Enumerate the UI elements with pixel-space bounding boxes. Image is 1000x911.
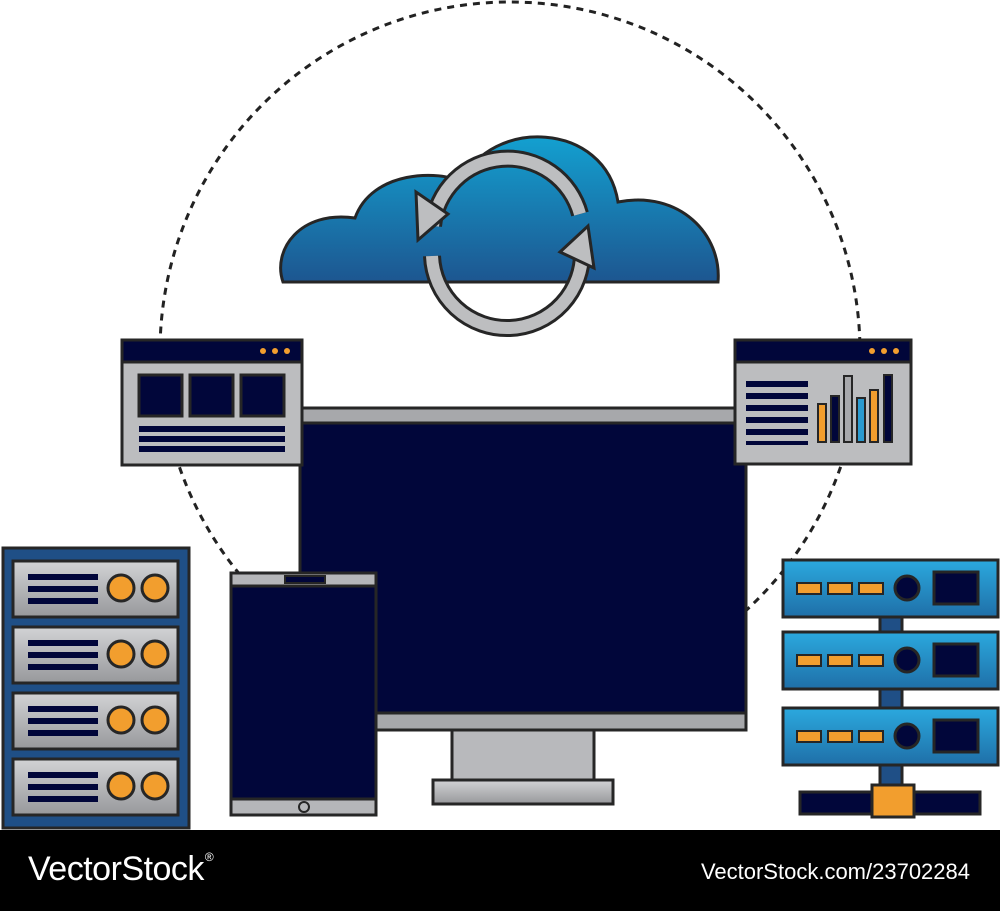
brand-logo[interactable]: VectorStock® bbox=[28, 850, 214, 889]
asset-id-text: VectorStock.com/23702284 bbox=[700, 859, 970, 884]
smartphone bbox=[229, 571, 378, 817]
watermark-bar: VectorStock® VectorStock.com/23702284 bbox=[0, 830, 1000, 911]
brand-name: VectorStock bbox=[28, 850, 204, 888]
network-servers-right bbox=[781, 558, 1000, 819]
registered-mark: ® bbox=[204, 850, 214, 864]
sync-arrows-icon bbox=[414, 149, 596, 338]
server-rack-left bbox=[1, 546, 191, 830]
layout-window bbox=[120, 338, 304, 467]
chart-window bbox=[733, 338, 913, 466]
illustration bbox=[1, 0, 1000, 830]
